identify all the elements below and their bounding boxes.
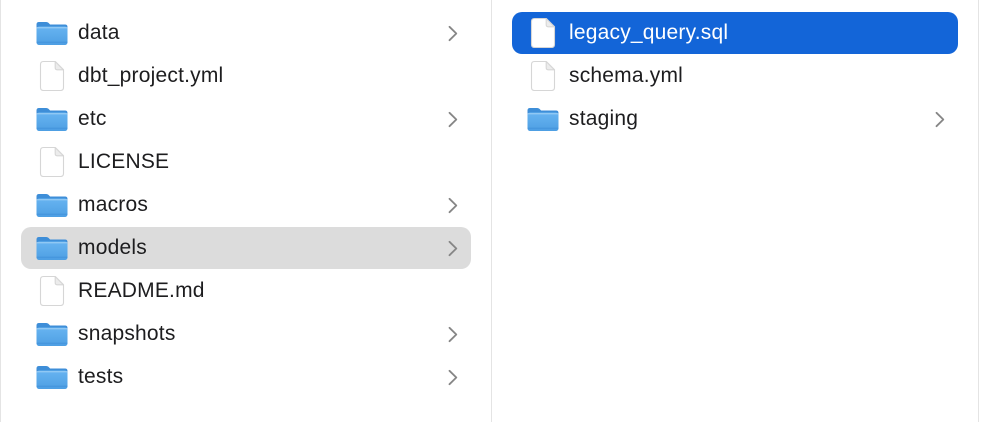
folder-icon: [36, 237, 68, 260]
item-icon-slot: [35, 317, 69, 351]
list-item-folder[interactable]: tests: [21, 356, 471, 398]
item-name: README.md: [78, 279, 205, 302]
item-icon-slot: [35, 59, 69, 93]
folder-icon: [527, 108, 559, 131]
list-item-folder[interactable]: data: [21, 12, 471, 54]
list-item-folder[interactable]: snapshots: [21, 313, 471, 355]
item-icon-slot: [35, 231, 69, 265]
list-item-folder[interactable]: staging: [512, 98, 958, 140]
folder-icon: [36, 323, 68, 346]
file-icon: [530, 17, 556, 49]
item-icon-slot: [35, 102, 69, 136]
chevron-right-icon: [448, 25, 458, 41]
folder-icon: [36, 22, 68, 45]
chevron-right-icon: [448, 240, 458, 256]
chevron-right-icon: [935, 111, 945, 127]
file-icon: [39, 275, 65, 307]
item-name: dbt_project.yml: [78, 64, 224, 87]
item-name: LICENSE: [78, 150, 170, 173]
item-name: staging: [569, 107, 639, 130]
list-item-folder[interactable]: etc: [21, 98, 471, 140]
file-icon: [39, 60, 65, 92]
list-item-file[interactable]: README.md: [21, 270, 471, 312]
item-name: macros: [78, 193, 149, 216]
item-name: tests: [78, 365, 124, 388]
folder-icon: [36, 108, 68, 131]
item-icon-slot: [526, 102, 560, 136]
item-icon-slot: [35, 274, 69, 308]
item-icon-slot: [526, 59, 560, 93]
file-column-right: legacy_query.sql s: [492, 0, 979, 422]
list-item-file[interactable]: legacy_query.sql: [512, 12, 958, 54]
item-name: snapshots: [78, 322, 176, 345]
list-item-folder[interactable]: macros: [21, 184, 471, 226]
folder-icon: [36, 366, 68, 389]
list-item-folder[interactable]: models: [21, 227, 471, 269]
folder-icon: [36, 194, 68, 217]
item-icon-slot: [35, 188, 69, 222]
chevron-right-icon: [448, 369, 458, 385]
chevron-right-icon: [448, 111, 458, 127]
chevron-right-icon: [448, 326, 458, 342]
item-name: schema.yml: [569, 64, 684, 87]
list-item-file[interactable]: LICENSE: [21, 141, 471, 183]
item-icon-slot: [526, 16, 560, 50]
item-icon-slot: [35, 360, 69, 394]
file-icon: [530, 60, 556, 92]
item-name: etc: [78, 107, 107, 130]
item-name: models: [78, 236, 147, 259]
file-column-left: data dbt_project.y: [0, 0, 492, 422]
item-name: legacy_query.sql: [569, 21, 729, 44]
list-item-file[interactable]: dbt_project.yml: [21, 55, 471, 97]
chevron-right-icon: [448, 197, 458, 213]
file-icon: [39, 146, 65, 178]
item-name: data: [78, 21, 120, 44]
item-icon-slot: [35, 145, 69, 179]
window-filler: [979, 0, 984, 422]
list-item-file[interactable]: schema.yml: [512, 55, 958, 97]
item-icon-slot: [35, 16, 69, 50]
